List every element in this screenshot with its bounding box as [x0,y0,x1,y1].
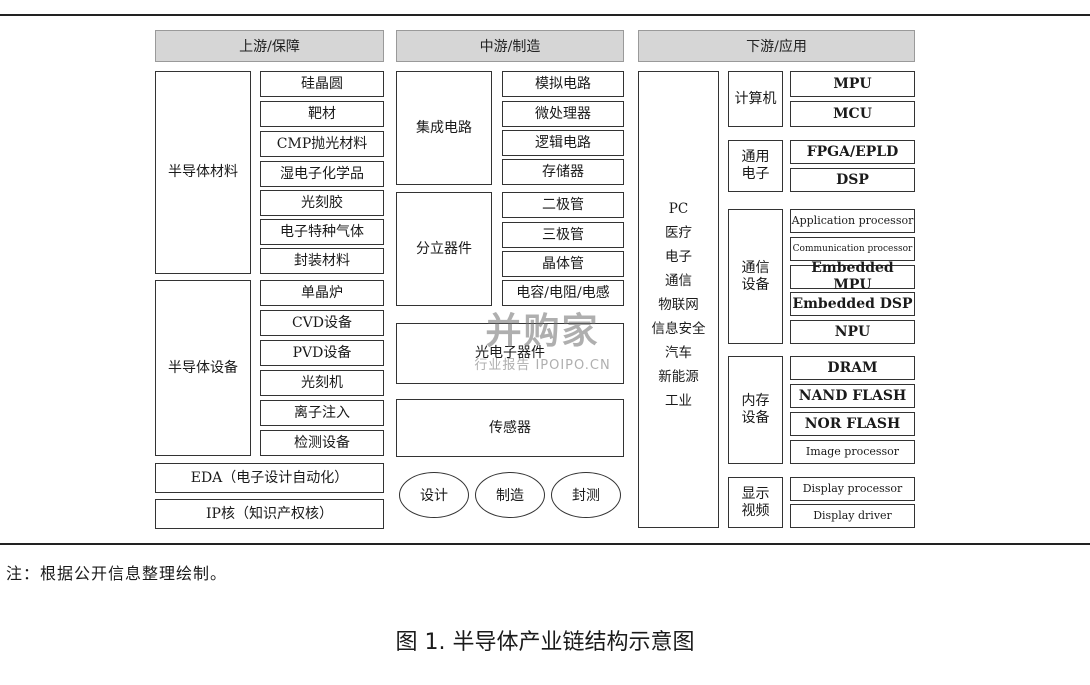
source-note: 注：根据公开信息整理绘制。 [6,564,228,583]
computer-group: 计算机 [728,71,783,127]
discrete-item: 三极管 [502,222,624,248]
process-manufacturing: 制造 [475,472,545,518]
material-item: 靶材 [260,101,384,127]
eda-box: EDA（电子设计自动化） [155,463,384,493]
memory-item: Image processor [790,440,915,464]
application-item: 新能源 [658,369,699,385]
process-packaging-testing: 封测 [551,472,621,518]
optoelectronic-box: 光电子器件 [396,323,624,384]
application-item: 通信 [665,273,692,289]
material-item: 硅晶圆 [260,71,384,97]
discrete-item: 晶体管 [502,251,624,277]
sensor-box: 传感器 [396,399,624,457]
equipment-item: 检测设备 [260,430,384,456]
comm-item: Embedded DSP [790,292,915,316]
equipment-item: 单晶炉 [260,280,384,306]
materials-group: 半导体材料 [155,71,251,274]
equipment-group: 半导体设备 [155,280,251,456]
general-electronics-group: 通用 电子 [728,140,783,192]
comm-item: Application processor [790,209,915,233]
comm-item: Communication processor [790,237,915,261]
figure-caption: 图 1. 半导体产业链结构示意图 [395,630,695,655]
display-item: Display driver [790,504,915,528]
equipment-item: 离子注入 [260,400,384,426]
ic-item: 存储器 [502,159,624,185]
discrete-item: 二极管 [502,192,624,218]
discrete-item: 电容/电阻/电感 [502,280,624,306]
material-item: CMP抛光材料 [260,131,384,157]
ic-item: 逻辑电路 [502,130,624,156]
application-item: 工业 [665,393,692,409]
display-video-group: 显示 视频 [728,477,783,528]
comm-item: Embedded MPU [790,260,915,293]
equipment-item: PVD设备 [260,340,384,366]
display-item: Display processor [790,477,915,501]
discrete-group: 分立器件 [396,192,492,306]
computer-item: MPU [790,71,915,97]
material-item: 电子特种气体 [260,219,384,245]
general-item: DSP [790,168,915,192]
memory-group: 内存 设备 [728,356,783,464]
application-item: 电子 [665,249,692,265]
application-item: 物联网 [658,297,699,313]
ic-group: 集成电路 [396,71,492,185]
general-item: FPGA/EPLD [790,140,915,164]
top-rule [0,14,1090,16]
header-downstream: 下游/应用 [638,30,915,62]
material-item: 封装材料 [260,248,384,274]
memory-item: DRAM [790,356,915,380]
process-design: 设计 [399,472,469,518]
ic-item: 微处理器 [502,101,624,127]
ic-item: 模拟电路 [502,71,624,97]
equipment-item: CVD设备 [260,310,384,336]
ip-core-box: IP核（知识产权核） [155,499,384,529]
bottom-rule [0,543,1090,545]
memory-item: NAND FLASH [790,384,915,408]
application-item: 信息安全 [651,321,706,337]
application-item: 汽车 [665,345,692,361]
application-item: 医疗 [665,225,692,241]
equipment-item: 光刻机 [260,370,384,396]
application-item: PC [668,201,689,217]
memory-item: NOR FLASH [790,412,915,436]
comm-item: NPU [790,320,915,344]
material-item: 湿电子化学品 [260,161,384,187]
communication-equipment-group: 通信 设备 [728,209,783,344]
header-midstream: 中游/制造 [396,30,624,62]
header-upstream: 上游/保障 [155,30,384,62]
applications-column: PC 医疗 电子 通信 物联网 信息安全 汽车 新能源 工业 [638,71,719,528]
computer-item: MCU [790,101,915,127]
material-item: 光刻胶 [260,190,384,216]
